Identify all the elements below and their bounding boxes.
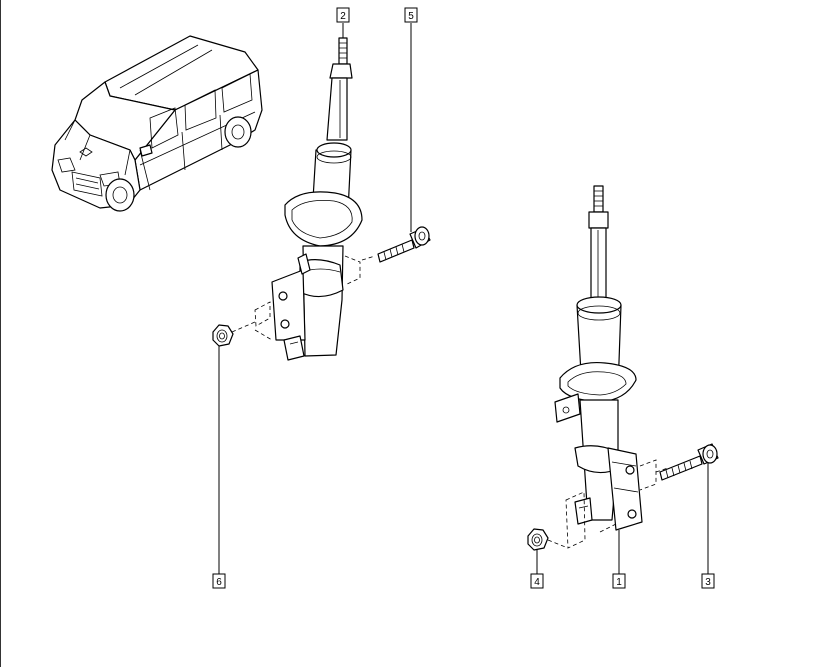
- shock-absorber-right: [547, 185, 669, 549]
- callout-3-label: 3: [705, 577, 711, 588]
- callout-1-label: 1: [616, 577, 622, 588]
- bolt-3: [659, 443, 719, 481]
- callout-2-label: 2: [340, 11, 346, 22]
- nut-4: [527, 528, 549, 551]
- callout-5: 5: [404, 7, 418, 23]
- nut-6: [212, 324, 234, 347]
- callout-6-label: 6: [216, 577, 222, 588]
- shock-absorber-left: [231, 37, 376, 361]
- callout-1: 1: [612, 573, 626, 589]
- callout-5-label: 5: [408, 11, 414, 22]
- callout-4: 4: [530, 573, 544, 589]
- bolt-5: [377, 226, 431, 263]
- van-illustration: [51, 35, 263, 212]
- callout-4-label: 4: [534, 577, 540, 588]
- callout-3: 3: [701, 573, 715, 589]
- callout-6: 6: [212, 573, 226, 589]
- callout-2: 2: [336, 7, 350, 23]
